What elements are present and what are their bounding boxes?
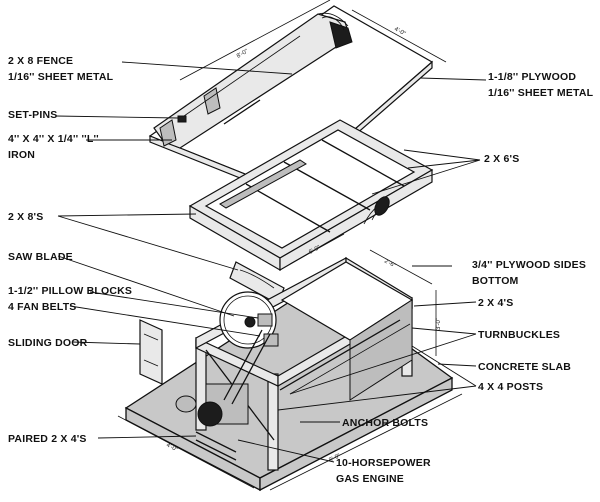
labels: 2 X 8 FENCE 1/16'' SHEET METAL 1-1/8'' P… — [8, 55, 594, 485]
post-front-right — [267, 373, 279, 471]
label-fence: 2 X 8 FENCE — [8, 55, 73, 67]
l-iron — [219, 159, 307, 209]
blade-arbor — [244, 316, 256, 328]
label-fence-sheet: 1/16'' SHEET METAL — [8, 71, 114, 83]
label-turnbuckles: TURNBUCKLES — [478, 329, 560, 341]
pillow-block-1 — [257, 313, 273, 327]
label-plywood: 1-1/8'' PLYWOOD — [488, 71, 576, 83]
fence-plate-mid — [203, 87, 221, 115]
label-engine-2: GAS ENGINE — [336, 473, 404, 485]
label-engine-1: 10-HORSEPOWER — [336, 457, 431, 469]
frame-inner — [204, 129, 416, 249]
dim-frame-width: 2'-6" — [383, 258, 396, 269]
label-posts: 4 X 4 POSTS — [478, 381, 543, 393]
leader-lines — [55, 61, 487, 463]
label-two-by-six: 2 X 6'S — [484, 153, 519, 165]
wood-knot — [374, 196, 390, 216]
set-pin — [177, 115, 187, 123]
dim-top-width: 4'-0" — [393, 26, 406, 37]
dim-top-length: 8'-0" — [236, 49, 249, 60]
lower-cabinet: 6'-0" 2'-6" 3'-0" 8'-0" 4'-0" — [117, 233, 463, 492]
label-concrete-slab: CONCRETE SLAB — [478, 361, 571, 373]
label-plywood-sides-1: 3/4'' PLYWOOD SIDES — [472, 259, 586, 271]
label-set-pins: SET-PINS — [8, 109, 57, 121]
dim-slab-width: 4'-0" — [165, 442, 178, 453]
concrete-slab-right — [259, 376, 453, 492]
middle-frame — [188, 119, 434, 272]
label-saw-blade: SAW BLADE — [8, 251, 73, 263]
dim-frame-length: 6'-0" — [308, 245, 321, 256]
label-anchor-bolts: ANCHOR BOLTS — [342, 417, 428, 429]
label-pillow-blocks: 1-1/2'' PILLOW BLOCKS — [8, 285, 132, 297]
dim-frame-height: 3'-0" — [436, 318, 442, 330]
engine-cylinder — [175, 395, 197, 413]
sliding-door-panel — [139, 319, 163, 385]
label-plywood-sheet: 1/16'' SHEET METAL — [488, 87, 594, 99]
engine-flywheel — [197, 401, 223, 427]
dim-slab-length: 8'-0" — [328, 453, 341, 464]
label-l-iron-1: 4'' X 4'' X 1/4'' ''L'' — [8, 133, 99, 145]
label-fan-belts: 4 FAN BELTS — [8, 301, 77, 313]
label-paired: PAIRED 2 X 4'S — [8, 433, 87, 445]
pillow-block-2 — [263, 333, 279, 347]
plywood-box-side — [349, 299, 413, 401]
label-plywood-sides-2: BOTTOM — [472, 275, 519, 287]
label-two-by-eight: 2 X 8'S — [8, 211, 43, 223]
label-l-iron-2: IRON — [8, 149, 35, 161]
table-top-assembly: 8'-0" 4'-0" — [148, 0, 447, 198]
label-two-by-four: 2 X 4'S — [478, 297, 513, 309]
label-sliding-door: SLIDING DOOR — [8, 337, 88, 349]
